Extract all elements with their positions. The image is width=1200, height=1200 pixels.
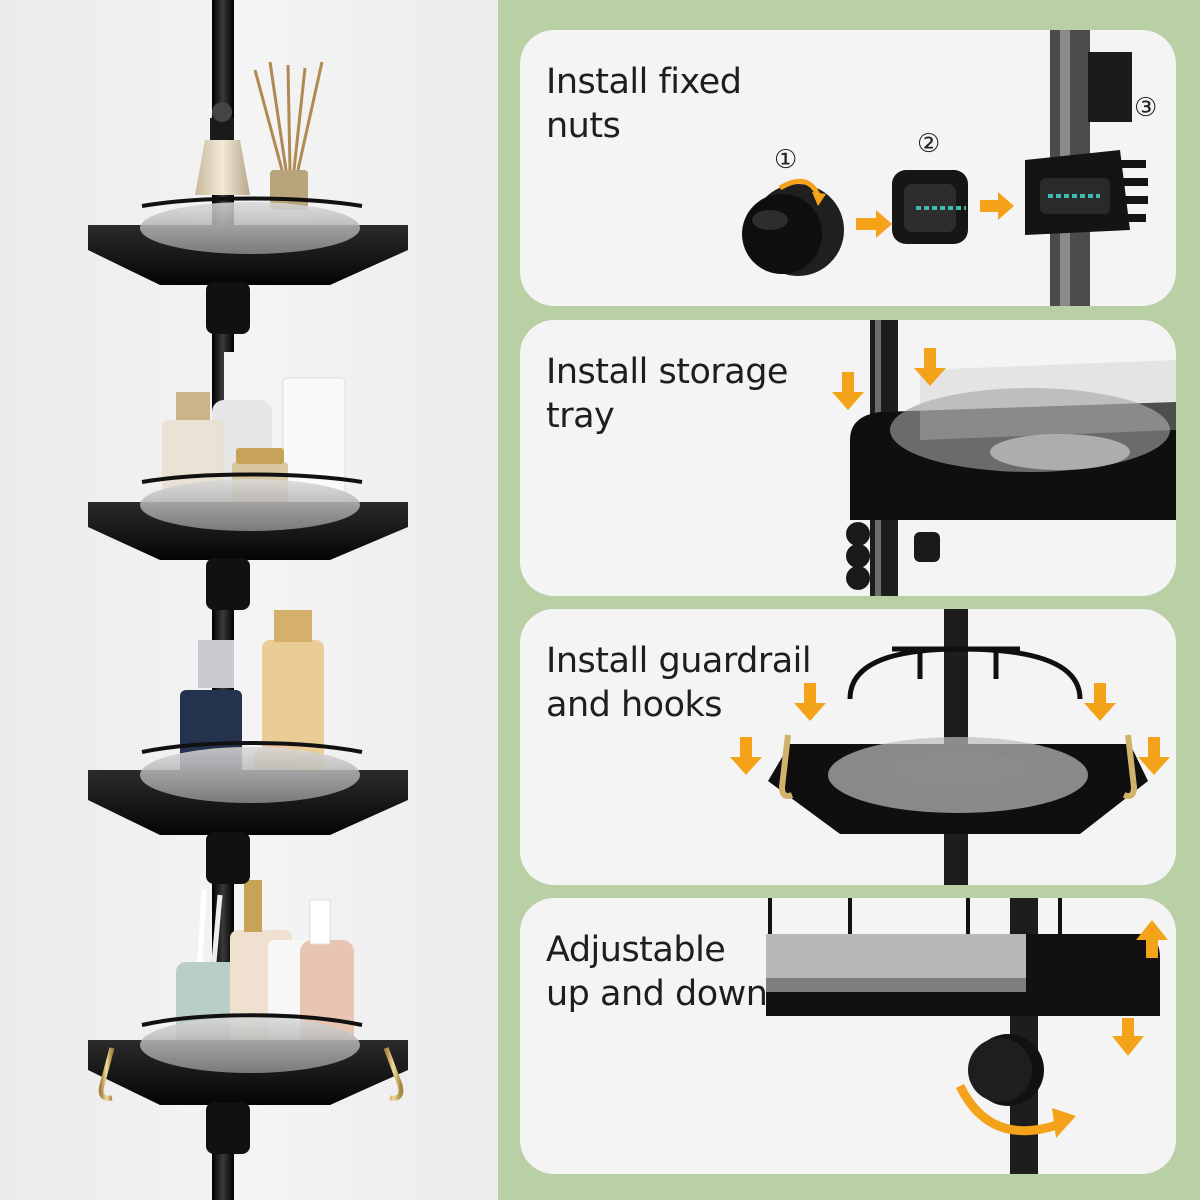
right-arrow-icon: [856, 210, 892, 238]
fixed-nuts-illustration: ① ② ③: [742, 30, 1157, 306]
up-arrow-icon: [1136, 920, 1168, 958]
product-photo: [0, 0, 498, 1200]
hook-right: [1122, 734, 1138, 799]
steps-panel: Install fixed nuts ① ② ③: [498, 0, 1200, 1200]
step-card-install-fixed-nuts: Install fixed nuts ① ② ③: [520, 30, 1176, 306]
down-arrow-icon: [1138, 737, 1170, 775]
adjustable-illustration: [766, 898, 1168, 1174]
storage-tray-illustration: [832, 320, 1176, 596]
step-label-3: ③: [1134, 93, 1157, 123]
down-arrow-icon: [794, 683, 826, 721]
step-title: Adjustable up and down: [546, 930, 768, 1014]
step-title: Install storage tray: [546, 352, 788, 436]
shower-caddy-illustration: [88, 0, 408, 1200]
right-arrow-icon: [980, 192, 1014, 220]
tier-1-products: [195, 61, 324, 210]
down-arrow-icon: [1084, 683, 1116, 721]
guardrail-hooks-illustration: [730, 609, 1170, 885]
step-card-install-guardrail-hooks: Install guardrail and hooks: [520, 609, 1176, 885]
step-title: Install fixed nuts: [546, 62, 742, 146]
step-card-adjustable: Adjustable up and down: [520, 898, 1176, 1174]
down-arrow-icon: [832, 372, 864, 410]
rotate-arrow-icon: [955, 1083, 1062, 1136]
down-arrow-icon: [914, 348, 946, 386]
hook-left: [778, 734, 794, 799]
down-arrow-icon: [730, 737, 762, 775]
step-title: Install guardrail and hooks: [546, 641, 812, 725]
step-card-install-storage-tray: Install storage tray: [520, 320, 1176, 596]
step-label-2: ②: [917, 129, 940, 159]
step-label-1: ①: [774, 145, 797, 175]
shelves: [88, 196, 408, 1154]
down-arrow-icon: [1112, 1018, 1144, 1056]
